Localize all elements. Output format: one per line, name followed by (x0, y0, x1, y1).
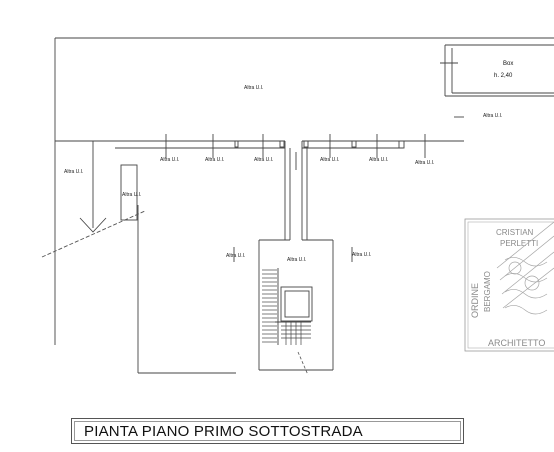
post-3 (303, 140, 309, 148)
label-altra-ui-right: Altra U.I. (483, 113, 502, 119)
label-altra-ui-1: Altra U.I. (160, 157, 179, 163)
label-altra-ui-3: Altra U.I. (254, 157, 273, 163)
post-4 (351, 140, 357, 148)
post-2 (279, 140, 285, 148)
stair-treads (262, 269, 311, 345)
dashed-stair (297, 351, 309, 376)
arrow-head (79, 217, 107, 233)
architect-stamp: CRISTIAN PERLETTI ORDINE BERGAMO ARCHITE… (464, 218, 554, 352)
box-title: Box (503, 61, 513, 67)
label-altra-ui-5: Altra U.I. (369, 157, 388, 163)
label-altra-ui-stair-mid: Altra U.I. (287, 257, 306, 263)
label-altra-ui-stair-left: Altra U.I. (226, 253, 245, 259)
box-height: h. 2,40 (494, 73, 513, 79)
stamp-line-3: ORDINE (470, 283, 480, 318)
plan-title: PIANTA PIANO PRIMO SOTTOSTRADA (84, 423, 363, 440)
post-5 (398, 140, 405, 149)
label-altra-ui-stair-right: Altra U.I. (352, 252, 371, 258)
label-altra-ui-4: Altra U.I. (320, 157, 339, 163)
label-altra-ui-niche: Altra U.I. (122, 192, 141, 198)
dashed-boundary (41, 210, 146, 258)
label-altra-ui-6: Altra U.I. (415, 160, 434, 166)
plan-title-box: PIANTA PIANO PRIMO SOTTOSTRADA (71, 418, 464, 444)
stamp-line-4: BERGAMO (483, 271, 492, 312)
label-altra-ui-2: Altra U.I. (205, 157, 224, 163)
lift-shaft (280, 286, 313, 322)
stamp-line-2: PERLETTI (500, 239, 538, 248)
stamp-line-5: ARCHITETTO (488, 338, 545, 348)
post-1 (234, 140, 239, 148)
lift-car (284, 290, 310, 318)
left-niche (120, 164, 138, 221)
label-altra-ui-left: Altra U.I. (64, 169, 83, 175)
stamp-line-1: CRISTIAN (496, 228, 534, 237)
label-altra-ui-top: Altra U.I. (244, 85, 263, 91)
